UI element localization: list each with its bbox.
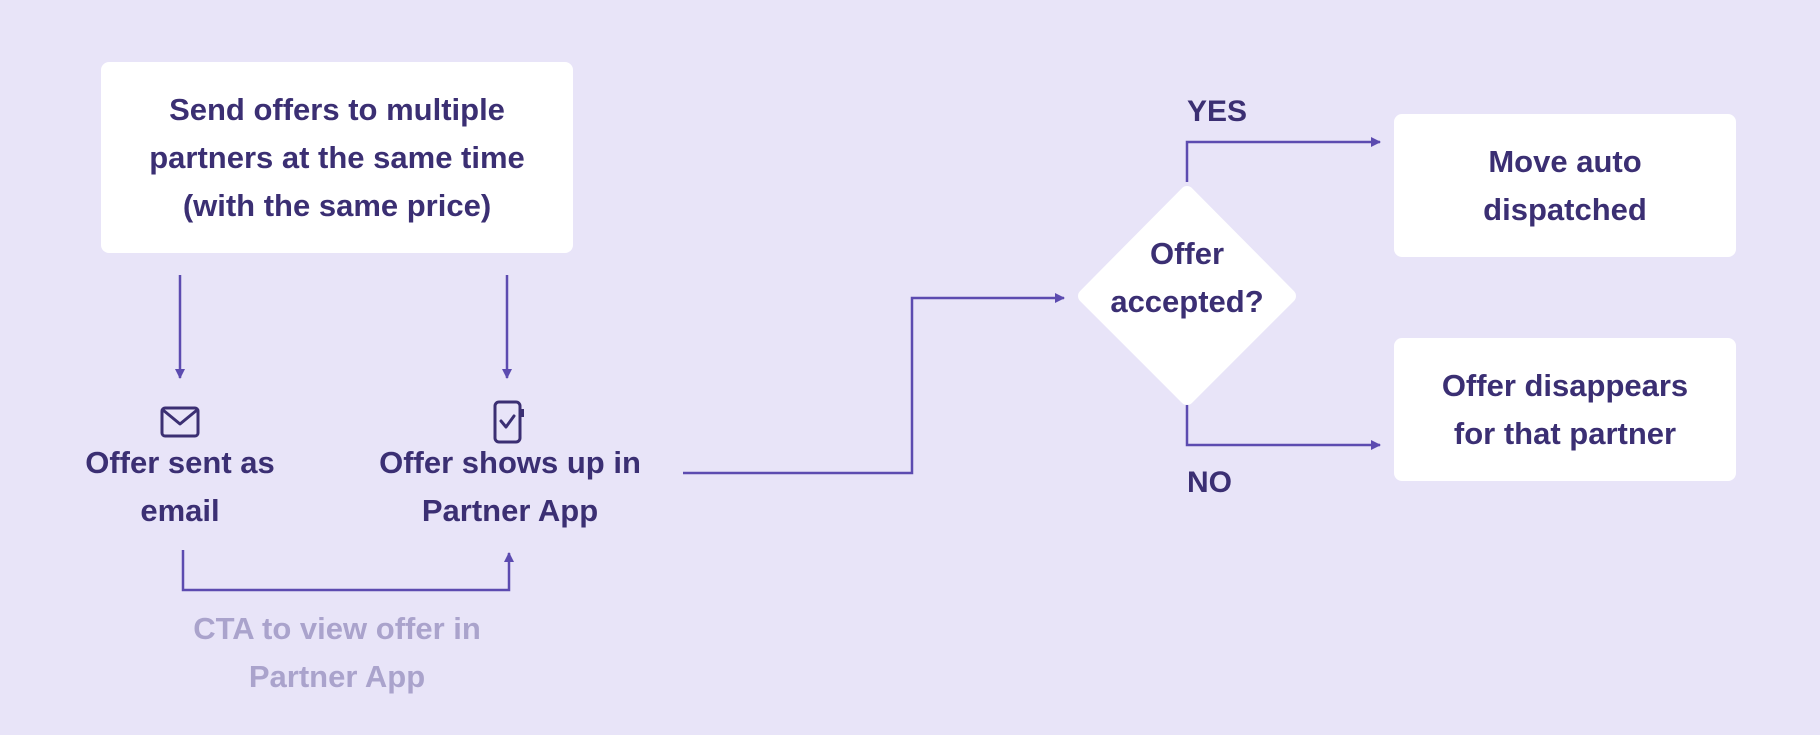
send-offers-line-1: Send offers to multiple	[169, 91, 505, 127]
arrow-email-to-app	[181, 550, 514, 592]
partner-app-line-2: Partner App	[421, 493, 599, 528]
email-node-label: Offer sent as email	[60, 439, 300, 535]
send-offers-line-3: (with the same price)	[182, 187, 492, 223]
arrow-to-decision	[683, 293, 1065, 475]
partner-app-line-1: Offer shows up in	[379, 445, 641, 480]
envelope-icon	[160, 405, 200, 444]
dispatched-line-1: Move auto	[1488, 143, 1642, 179]
arrow-no	[1185, 404, 1381, 450]
arrow-yes	[1185, 137, 1381, 182]
send-offers-box: Send offers to multiple partners at the …	[101, 62, 573, 253]
email-line-1: Offer sent as	[85, 445, 275, 480]
decision-text: Offer accepted?	[1087, 230, 1287, 326]
disappears-box: Offer disappears for that partner	[1394, 338, 1736, 481]
partner-app-node-label: Offer shows up in Partner App	[360, 439, 660, 535]
cta-edge-label: CTA to view offer in Partner App	[157, 605, 517, 701]
disappears-line-2: for that partner	[1453, 415, 1677, 451]
cta-line-2: Partner App	[248, 659, 426, 694]
cta-line-1: CTA to view offer in	[193, 611, 481, 646]
send-offers-line-2: partners at the same time	[149, 139, 525, 175]
yes-label: YES	[1187, 95, 1248, 128]
decision-line-1: Offer	[1149, 236, 1225, 271]
no-label: NO	[1187, 466, 1232, 499]
disappears-line-1: Offer disappears	[1441, 367, 1689, 403]
decision-diamond	[1078, 186, 1296, 405]
dispatched-box: Move auto dispatched	[1394, 114, 1736, 257]
dispatched-line-2: dispatched	[1483, 191, 1647, 227]
email-line-2: email	[140, 493, 220, 528]
phone-check-icon	[492, 399, 526, 450]
decision-line-2: accepted?	[1110, 284, 1264, 319]
